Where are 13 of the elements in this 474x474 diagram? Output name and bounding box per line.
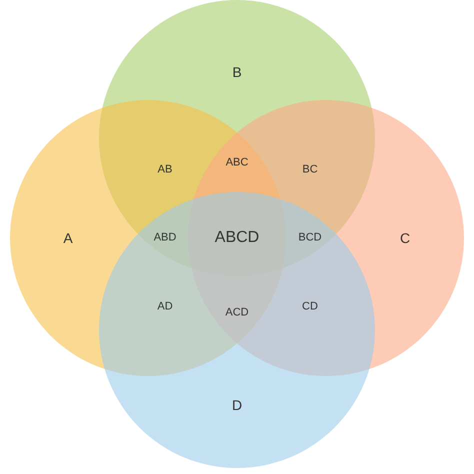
set-name: B [232,65,242,79]
intersection-label: BCD [298,232,322,244]
set-name: A [63,231,73,245]
intersection-label: BC [302,164,318,176]
intersection-label: AB [158,164,172,176]
intersection-label: ACD [225,308,249,318]
set-name: D [232,398,242,412]
set-name: C [400,231,410,245]
intersection-label: CD [302,302,318,312]
intersection-label: ABCD [214,230,260,246]
intersection-label: ABD [154,232,176,244]
intersection-label: AD [157,302,173,312]
intersection-label: ABC [226,158,248,168]
